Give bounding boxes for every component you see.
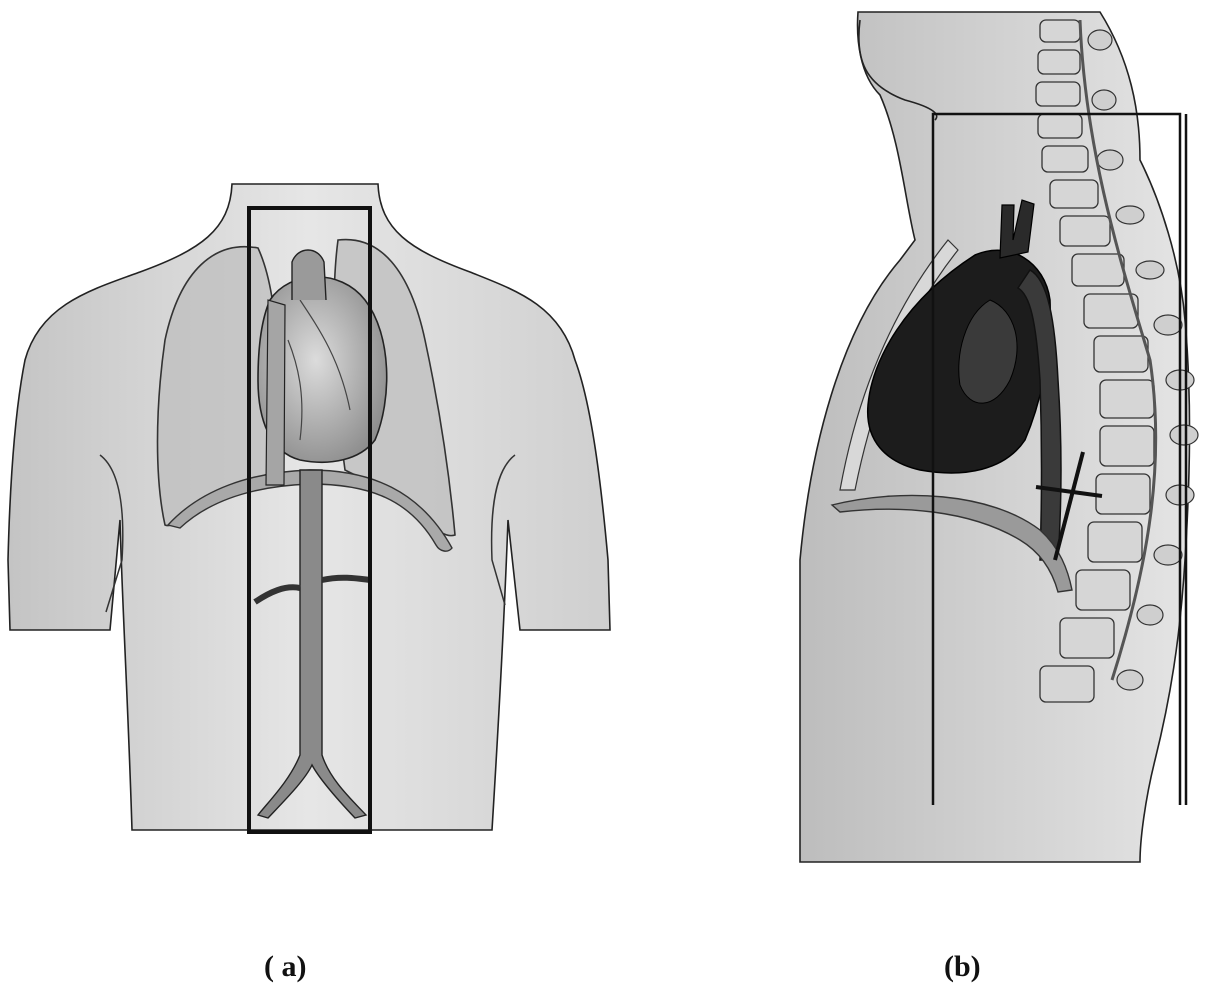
panel-b	[800, 12, 1198, 862]
vena-cava	[266, 300, 285, 485]
aortic-arch	[292, 250, 326, 300]
renal-artery-right	[322, 578, 370, 580]
panel-a-caption: ( a)	[264, 950, 306, 984]
panel-a	[8, 184, 610, 832]
panel-b-caption: (b)	[944, 950, 981, 984]
